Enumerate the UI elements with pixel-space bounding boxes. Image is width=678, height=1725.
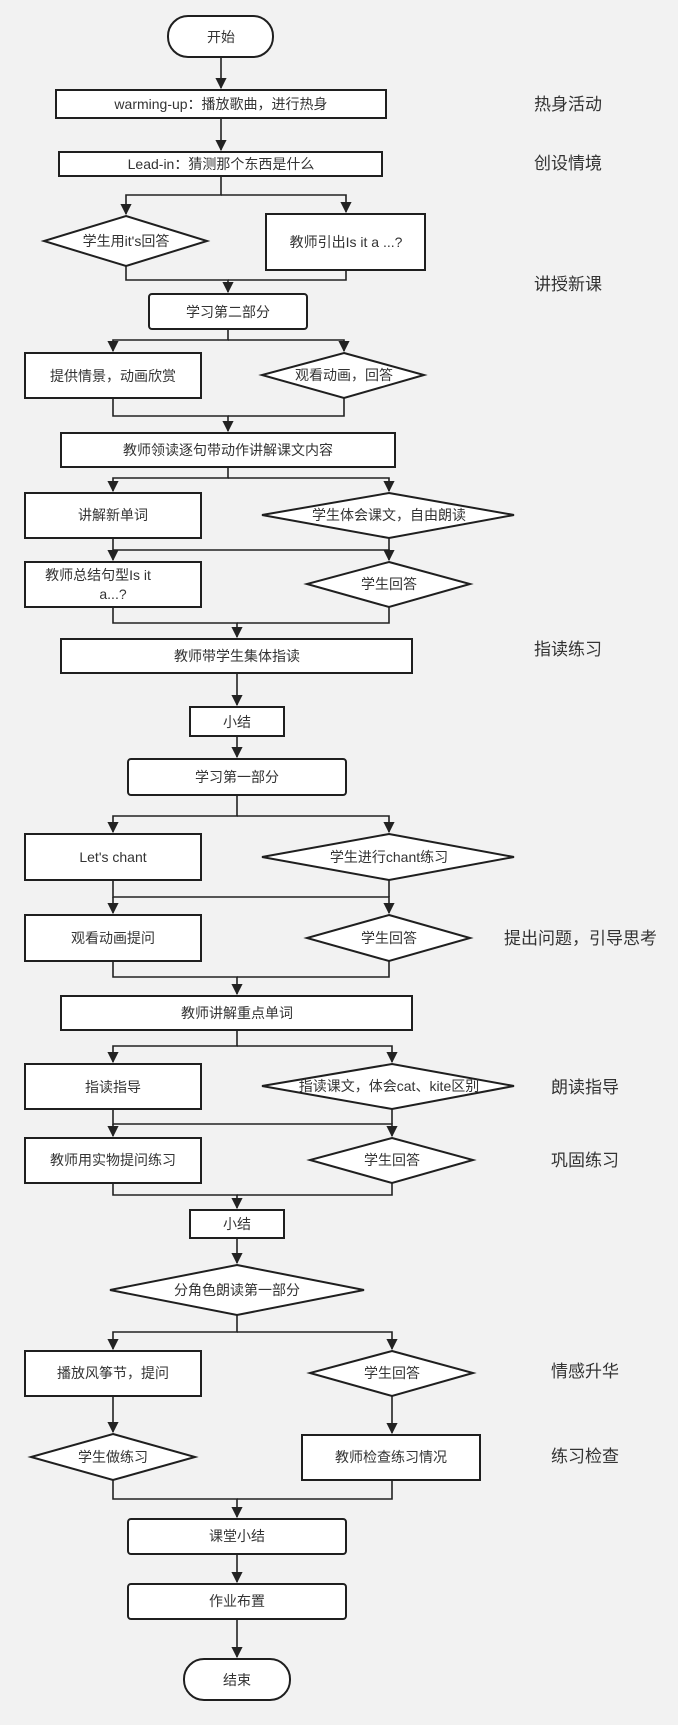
watch-question-label: 观看动画提问: [71, 930, 155, 946]
decision-watch-answer: 观看动画，回答: [258, 351, 428, 400]
kite-festival-label: 播放风筝节，提问: [57, 1365, 169, 1381]
homework-step: 作业布置: [127, 1583, 347, 1620]
summary-isit-step: 教师总结句型Is it a...?: [24, 561, 202, 608]
realia-label: 教师用实物提问练习: [50, 1152, 176, 1168]
decision-answer-4: 学生回答: [306, 1349, 477, 1398]
leadin-label: Lead-in：猜测那个东西是什么: [128, 156, 315, 172]
new-words-step: 讲解新单词: [24, 492, 202, 539]
side-label-warmup: 热身活动: [534, 95, 602, 114]
side-label-reading-guidance: 朗读指导: [551, 1078, 619, 1097]
key-words-label: 教师讲解重点单词: [181, 1005, 293, 1021]
new-words-label: 讲解新单词: [78, 507, 148, 523]
teacher-isit-step: 教师引出Is it a ...?: [265, 213, 426, 271]
kite-festival-step: 播放风筝节，提问: [24, 1350, 202, 1397]
decision-chant: 学生进行chant练习: [261, 832, 515, 882]
decision-role-read: 分角色朗读第一部分: [109, 1263, 365, 1317]
end-node: 结束: [183, 1658, 291, 1701]
context-animation-label: 提供情景，动画欣赏: [50, 368, 176, 384]
side-label-new-lesson: 讲授新课: [534, 275, 602, 294]
side-label-situation: 创设情境: [534, 154, 602, 173]
decision-answer-4-label: 学生回答: [364, 1365, 420, 1381]
side-annotations: 热身活动 创设情境 讲授新课 指读练习 提出问题，引导思考 朗读指导 巩固练习 …: [504, 95, 657, 1466]
decision-cat-kite: 指读课文，体会cat、kite区别: [261, 1062, 515, 1111]
decision-cat-kite-label: 指读课文，体会cat、kite区别: [299, 1078, 479, 1094]
summary-1-label: 小结: [223, 714, 251, 730]
decision-exercise-label: 学生做练习: [78, 1449, 148, 1465]
decision-chant-label: 学生进行chant练习: [330, 849, 448, 865]
side-label-guided-reading: 指读练习: [534, 640, 602, 659]
group-read-step: 教师带学生集体指读: [60, 638, 413, 674]
decision-watch-answer-label: 观看动画，回答: [295, 367, 393, 383]
read-guide-label: 指读指导: [85, 1079, 141, 1095]
end-label: 结束: [223, 1672, 251, 1688]
decision-answer-3-label: 学生回答: [364, 1152, 420, 1168]
decision-its-label: 学生用it's回答: [83, 233, 170, 249]
group-read-label: 教师带学生集体指读: [174, 648, 300, 664]
summary-isit-label-line1: 教师总结句型Is it: [45, 567, 151, 583]
connector-lines: [107, 57, 398, 1659]
summary-2-label: 小结: [223, 1216, 251, 1232]
summary-2-step: 小结: [189, 1209, 285, 1239]
warmup-label: warming-up：播放歌曲，进行热身: [113, 96, 327, 112]
learn-part2-label: 学习第二部分: [186, 304, 270, 320]
check-exercise-label: 教师检查练习情况: [335, 1449, 447, 1465]
leadin-step: Lead-in：猜测那个东西是什么: [58, 151, 383, 177]
decision-its: 学生用it's回答: [40, 214, 211, 268]
decision-experience-label: 学生体会课文，自由朗读: [312, 507, 466, 523]
key-words-step: 教师讲解重点单词: [60, 995, 413, 1031]
start-node: 开始: [167, 15, 274, 58]
start-label: 开始: [207, 29, 235, 45]
realia-step: 教师用实物提问练习: [24, 1137, 202, 1184]
context-animation-step: 提供情景，动画欣赏: [24, 352, 202, 399]
teacher-lead-read-label: 教师领读逐句带动作讲解课文内容: [123, 442, 333, 458]
read-guide-step: 指读指导: [24, 1063, 202, 1110]
learn-part1-label: 学习第一部分: [195, 769, 279, 785]
lets-chant-label: Let's chant: [79, 849, 146, 865]
class-summary-label: 课堂小结: [209, 1528, 265, 1544]
homework-label: 作业布置: [209, 1593, 265, 1609]
decision-answer-1: 学生回答: [303, 560, 474, 609]
decision-answer-1-label: 学生回答: [361, 576, 417, 592]
lets-chant-step: Let's chant: [24, 833, 202, 881]
side-label-consolidation: 巩固练习: [551, 1151, 619, 1170]
warmup-step: warming-up：播放歌曲，进行热身: [55, 89, 387, 119]
teacher-lead-read-step: 教师领读逐句带动作讲解课文内容: [60, 432, 396, 468]
decision-answer-2-label: 学生回答: [361, 930, 417, 946]
class-summary-step: 课堂小结: [127, 1518, 347, 1555]
learn-part1-step: 学习第一部分: [127, 758, 347, 796]
side-label-questions: 提出问题，引导思考: [504, 929, 657, 948]
decision-answer-2: 学生回答: [303, 913, 474, 963]
decision-answer-3: 学生回答: [306, 1136, 477, 1185]
learn-part2-step: 学习第二部分: [148, 293, 308, 330]
summary-1-step: 小结: [189, 706, 285, 737]
decision-exercise: 学生做练习: [27, 1432, 199, 1482]
decision-role-read-label: 分角色朗读第一部分: [174, 1282, 300, 1298]
summary-isit-label-line2: a...?: [99, 586, 126, 602]
teacher-isit-label: 教师引出Is it a ...?: [290, 234, 403, 250]
side-label-emotion: 情感升华: [551, 1362, 619, 1381]
watch-question-step: 观看动画提问: [24, 914, 202, 962]
side-label-check: 练习检查: [551, 1447, 619, 1466]
decision-experience: 学生体会课文，自由朗读: [261, 491, 515, 540]
check-exercise-step: 教师检查练习情况: [301, 1434, 481, 1481]
